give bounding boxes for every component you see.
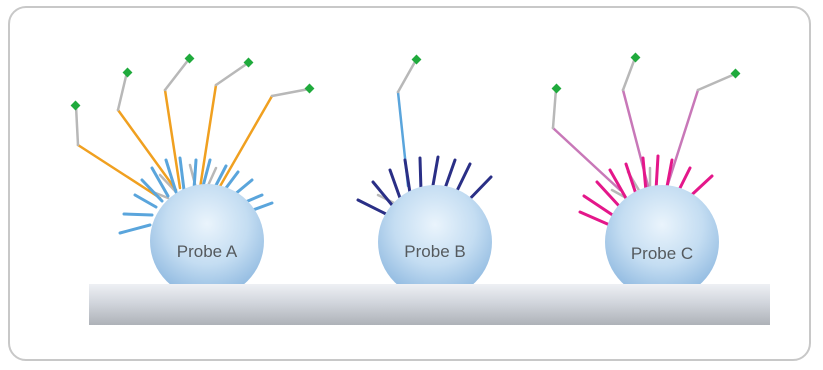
probe-b-sphere bbox=[378, 185, 492, 299]
probe-c-strands bbox=[578, 154, 714, 228]
probe-b: Probe B bbox=[356, 54, 493, 299]
probe-c-label: Probe C bbox=[631, 244, 693, 263]
probe-a: Probe A bbox=[70, 53, 315, 298]
substrate-surface bbox=[89, 284, 770, 325]
probe-c: Probe C bbox=[551, 52, 741, 299]
probe-a-sphere bbox=[150, 184, 264, 298]
probe-a-tags bbox=[70, 53, 315, 111]
probe-b-label: Probe B bbox=[404, 242, 465, 261]
probe-a-linkers bbox=[74, 57, 311, 200]
probe-c-sphere bbox=[605, 185, 719, 299]
probe-a-label: Probe A bbox=[177, 242, 238, 261]
probe-b-linkers bbox=[376, 58, 418, 207]
probe-c-tags bbox=[551, 52, 741, 94]
